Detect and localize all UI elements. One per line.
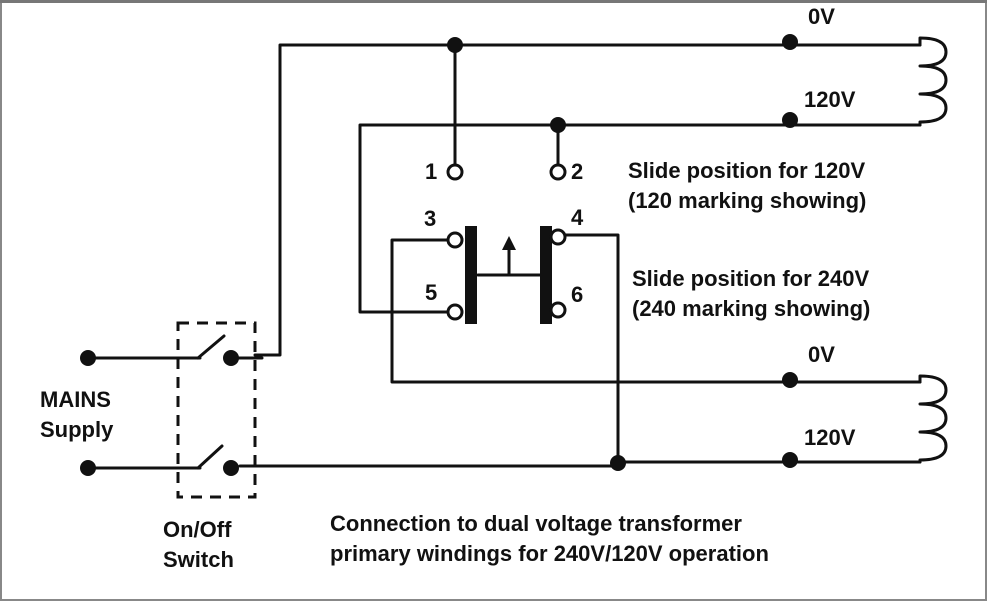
slide-switch-bar-left	[465, 226, 477, 324]
on-off-switch-enclosure	[176, 321, 257, 499]
lower-0v-label: 0V	[808, 342, 835, 367]
slide-120v-note-line: Slide position for 120V	[628, 158, 866, 183]
junction-dot	[447, 37, 463, 53]
terminal-1-contact	[446, 163, 464, 181]
switch-blade-top	[196, 334, 226, 360]
slide-240v-note-line: Slide position for 240V	[632, 266, 870, 291]
terminal-2-contact	[549, 163, 567, 181]
slide-240v-note: Slide position for 240V (240 marking sho…	[632, 264, 870, 324]
mains-supply-label-line: MAINS	[40, 387, 111, 412]
junction-dot-lower-120v	[782, 452, 798, 468]
terminal-6-contact	[549, 301, 567, 319]
slide-240v-note-line: (240 marking showing)	[632, 296, 871, 321]
lower-120v-label: 120V	[804, 425, 856, 450]
terminal-4-label: 4	[571, 205, 584, 230]
wire-top-rail	[253, 43, 792, 357]
junction-dot-upper-120v	[782, 112, 798, 128]
switch-contact-bottom	[223, 460, 239, 476]
junction-dot	[550, 117, 566, 133]
terminal-2-label: 2	[571, 159, 584, 184]
terminal-1-label: 1	[425, 159, 438, 184]
mains-terminal-live	[80, 350, 96, 366]
diagram-caption-line: primary windings for 240V/120V operation	[330, 541, 769, 566]
on-off-switch-label-line: On/Off	[163, 517, 232, 542]
upper-0v-label: 0V	[808, 4, 835, 29]
slide-arrow-head	[502, 236, 516, 250]
terminal-5-contact	[446, 303, 464, 321]
frame-top-bar	[0, 0, 987, 3]
on-off-switch-label: On/Off Switch	[163, 515, 234, 575]
wire-second-rail	[358, 123, 792, 314]
switch-contact-top	[223, 350, 239, 366]
transformer-winding-lower	[918, 374, 948, 464]
mains-supply-label: MAINS Supply	[40, 385, 113, 445]
junction-dot-lower-0v	[782, 372, 798, 388]
terminal-5-label: 5	[425, 280, 438, 305]
terminal-3-label: 3	[424, 206, 437, 231]
terminal-4-contact	[549, 228, 567, 246]
junction-dot-upper-0v	[782, 34, 798, 50]
slide-120v-note-line: (120 marking showing)	[628, 188, 867, 213]
wire-lower-0v-rail	[390, 238, 792, 384]
terminal-6-label: 6	[571, 282, 584, 307]
transformer-winding-upper	[918, 36, 948, 127]
diagram-caption-line: Connection to dual voltage transformer	[330, 511, 742, 536]
on-off-switch-label-line: Switch	[163, 547, 234, 572]
diagram-caption: Connection to dual voltage transformer p…	[330, 509, 769, 569]
junction-dot	[610, 455, 626, 471]
mains-terminal-neutral	[80, 460, 96, 476]
switch-blade-bottom	[196, 444, 224, 470]
slide-switch-bar-right	[540, 226, 552, 324]
slide-120v-note: Slide position for 120V (120 marking sho…	[628, 156, 866, 216]
mains-supply-label-line: Supply	[40, 417, 114, 442]
wire-bottom-rail	[238, 460, 792, 468]
terminal-3-contact	[446, 231, 464, 249]
wire-terminal-4-drop	[563, 233, 620, 465]
upper-120v-label: 120V	[804, 87, 856, 112]
